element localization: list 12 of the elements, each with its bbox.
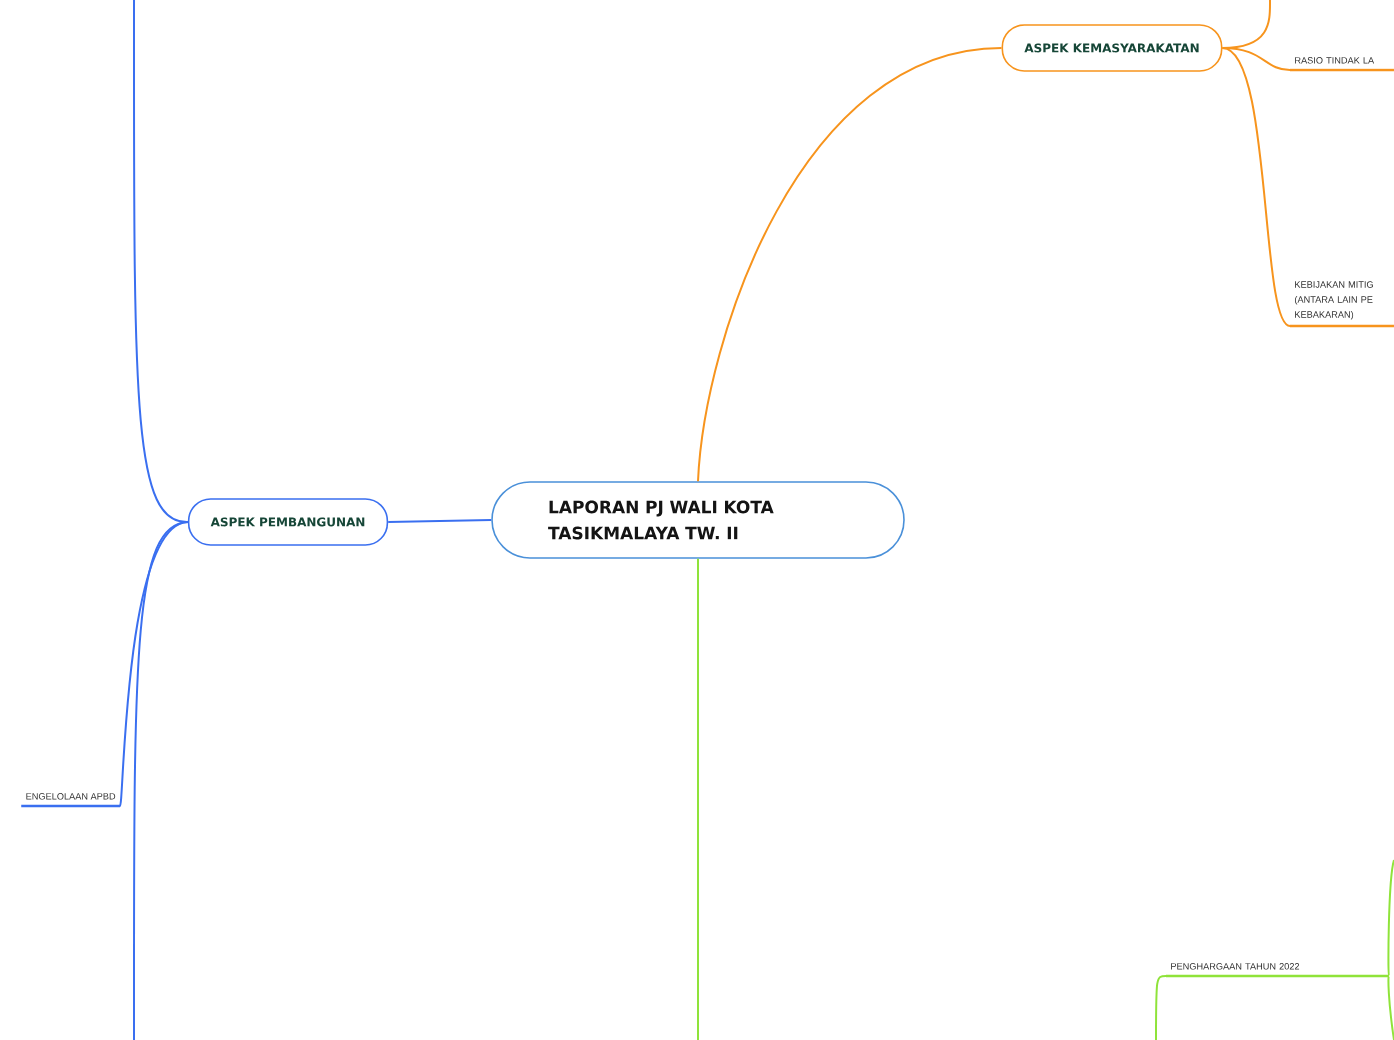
connector-line <box>387 519 493 523</box>
central-topic-box: LAPORAN PJ WALI KOTA TASIKMALAYA TW. II <box>491 481 905 559</box>
connector-line <box>1221 0 1271 49</box>
connector-line <box>1387 974 1394 1040</box>
connector-line <box>119 521 189 807</box>
connector-line <box>1387 858 1394 977</box>
connector-line <box>133 521 189 1040</box>
connector-line <box>697 557 699 1040</box>
connector-line <box>697 47 1003 483</box>
connector-line <box>133 0 189 523</box>
connector-line <box>1155 974 1167 1040</box>
connector-line <box>1221 47 1291 327</box>
